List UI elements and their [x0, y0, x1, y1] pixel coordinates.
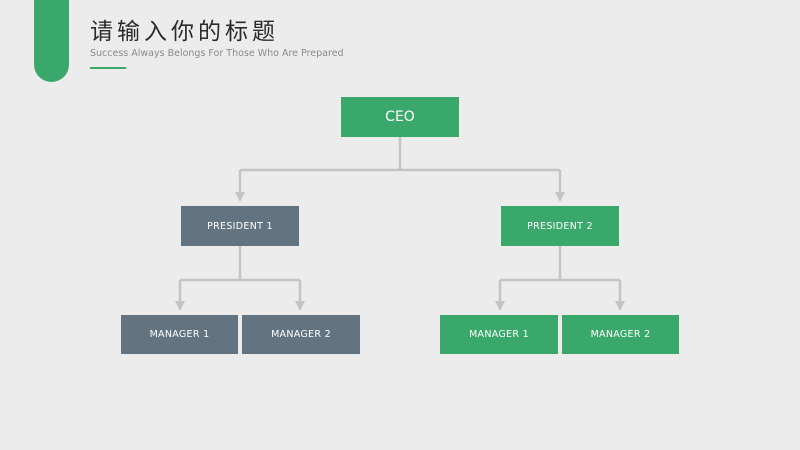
manager-1-left-box[interactable]: MANAGER 1 — [121, 315, 238, 354]
title-underline — [90, 67, 126, 69]
president-1-box[interactable]: PRESIDENT 1 — [181, 206, 299, 246]
slide-subtitle: Success Always Belongs For Those Who Are… — [90, 48, 344, 59]
manager-2-right-box[interactable]: MANAGER 2 — [562, 315, 679, 354]
ceo-box[interactable]: CEO — [341, 97, 459, 137]
accent-tab — [34, 0, 69, 82]
slide-title: 请输入你的标题 — [90, 19, 279, 45]
president-2-box[interactable]: PRESIDENT 2 — [501, 206, 619, 246]
manager-2-left-box[interactable]: MANAGER 2 — [242, 315, 360, 354]
manager-1-right-box[interactable]: MANAGER 1 — [440, 315, 558, 354]
